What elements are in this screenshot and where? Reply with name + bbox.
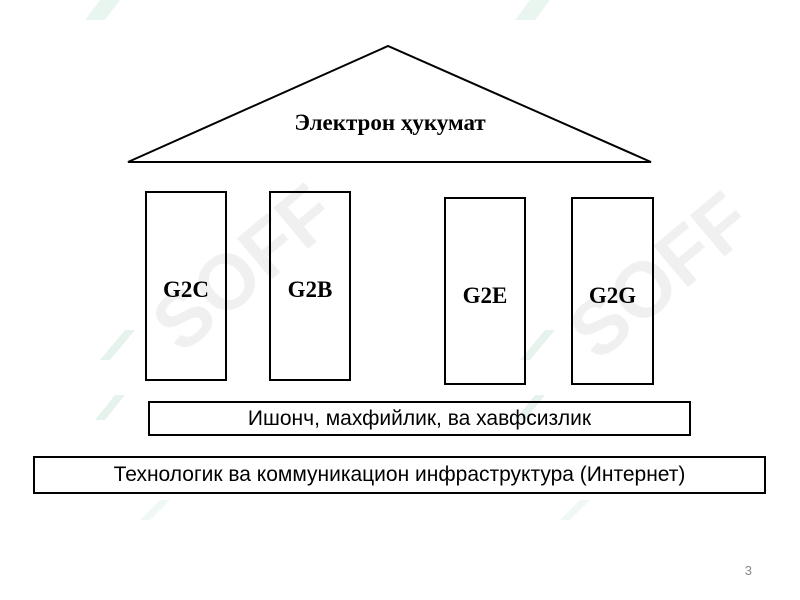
pillar-label: G2E bbox=[462, 283, 508, 308]
pillar-label: G2C bbox=[163, 277, 209, 302]
page-number: 3 bbox=[744, 563, 752, 578]
trust-security-band: Ишонч, махфийлик, ва хавфсизлик bbox=[148, 401, 691, 436]
roof-title: Электрон ҳукумат bbox=[294, 110, 486, 135]
infrastructure-band: Технологик ва коммуникацион инфраструкту… bbox=[33, 456, 766, 494]
pillar-label: G2G bbox=[588, 283, 637, 308]
pillar-g2b: G2B bbox=[269, 191, 351, 381]
pillar-g2e: G2E bbox=[444, 197, 526, 385]
pillar-label: G2B bbox=[287, 277, 333, 302]
pillar-g2g: G2G bbox=[571, 197, 654, 385]
pillar-g2c: G2C bbox=[145, 191, 227, 381]
